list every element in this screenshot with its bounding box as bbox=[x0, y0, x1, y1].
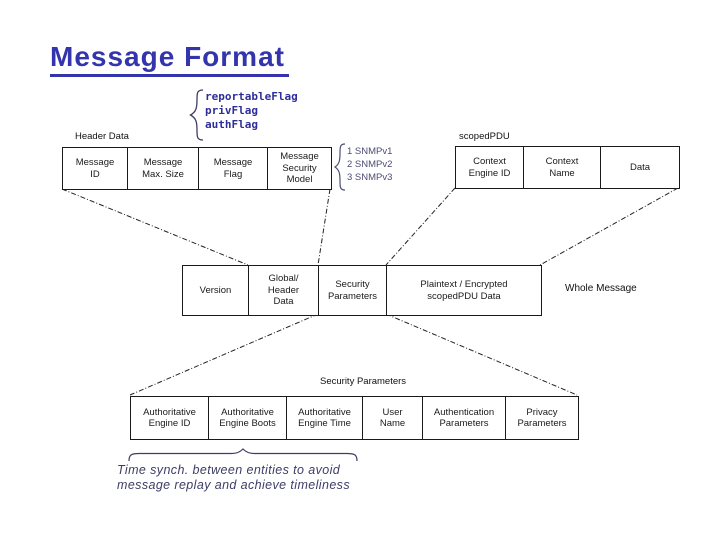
curly-brace-snmp-icon bbox=[334, 143, 346, 191]
field-authoritative-engine-time: Authoritative Engine Time bbox=[287, 397, 363, 439]
field-message-max-size: Message Max. Size bbox=[128, 148, 199, 189]
time-synch-note: Time synch. between entities to avoid me… bbox=[117, 463, 350, 493]
connector-secparams-left bbox=[129, 313, 319, 396]
whole-message-row: Version Global/ Header Data Security Par… bbox=[182, 265, 542, 316]
flag-auth: authFlag bbox=[205, 118, 258, 131]
field-global-header-data: Global/ Header Data bbox=[249, 266, 319, 315]
security-parameters-label: Security Parameters bbox=[320, 376, 407, 387]
header-data-label: Header Data bbox=[75, 131, 129, 142]
flag-list: reportableFlag privFlag authFlag bbox=[205, 90, 298, 132]
field-message-security-model: Message Security Model bbox=[280, 151, 319, 186]
whole-message-label: Whole Message bbox=[565, 283, 637, 294]
field-authentication-parameters: Authentication Parameters bbox=[423, 397, 506, 439]
scopedpdu-row: Context Engine ID Context Name Data bbox=[455, 146, 680, 189]
header-data-row: Message ID Message Max. Size Message Fla… bbox=[62, 147, 332, 190]
field-authoritative-engine-id: Authoritative Engine ID bbox=[131, 397, 209, 439]
connector-header-left bbox=[61, 188, 249, 266]
field-user-name: User Name bbox=[363, 397, 423, 439]
snmp-v1: 1 SNMPv1 bbox=[347, 146, 393, 157]
curly-brace-flags-icon bbox=[189, 89, 204, 141]
page-title: Message Format bbox=[50, 41, 289, 77]
time-synch-note-line1: Time synch. between entities to avoid bbox=[117, 463, 341, 477]
field-version: Version bbox=[183, 266, 249, 315]
field-context-name: Context Name bbox=[524, 147, 601, 188]
field-message-flag: Message Flag bbox=[199, 148, 268, 189]
field-context-engine-id: Context Engine ID bbox=[456, 147, 524, 188]
flag-reportable: reportableFlag bbox=[205, 90, 298, 103]
snmp-version-list: 1 SNMPv1 2 SNMPv2 3 SNMPv3 bbox=[347, 145, 392, 184]
field-message-id: Message ID bbox=[63, 148, 128, 189]
field-privacy-parameters: Privacy Parameters bbox=[517, 406, 567, 429]
connector-scopedpdu-left bbox=[385, 187, 456, 266]
flag-priv: privFlag bbox=[205, 104, 258, 117]
time-synch-note-line2: message replay and achieve timeliness bbox=[117, 478, 350, 492]
snmp-v3: 3 SNMPv3 bbox=[347, 172, 393, 183]
field-data: Data bbox=[629, 161, 651, 173]
connector-secparams-right bbox=[385, 313, 578, 396]
snmp-v2: 2 SNMPv2 bbox=[347, 159, 393, 170]
scopedpdu-label: scopedPDU bbox=[459, 131, 510, 142]
security-parameters-row: Authoritative Engine ID Authoritative En… bbox=[130, 396, 579, 440]
curly-brace-time-synch-icon bbox=[128, 448, 358, 462]
field-authoritative-engine-boots: Authoritative Engine Boots bbox=[209, 397, 287, 439]
connector-header-right bbox=[317, 188, 331, 266]
connector-scopedpdu-right bbox=[539, 187, 679, 266]
field-scopedpdu-data: Plaintext / Encrypted scopedPDU Data bbox=[420, 279, 508, 302]
field-security-parameters: Security Parameters bbox=[319, 266, 387, 315]
